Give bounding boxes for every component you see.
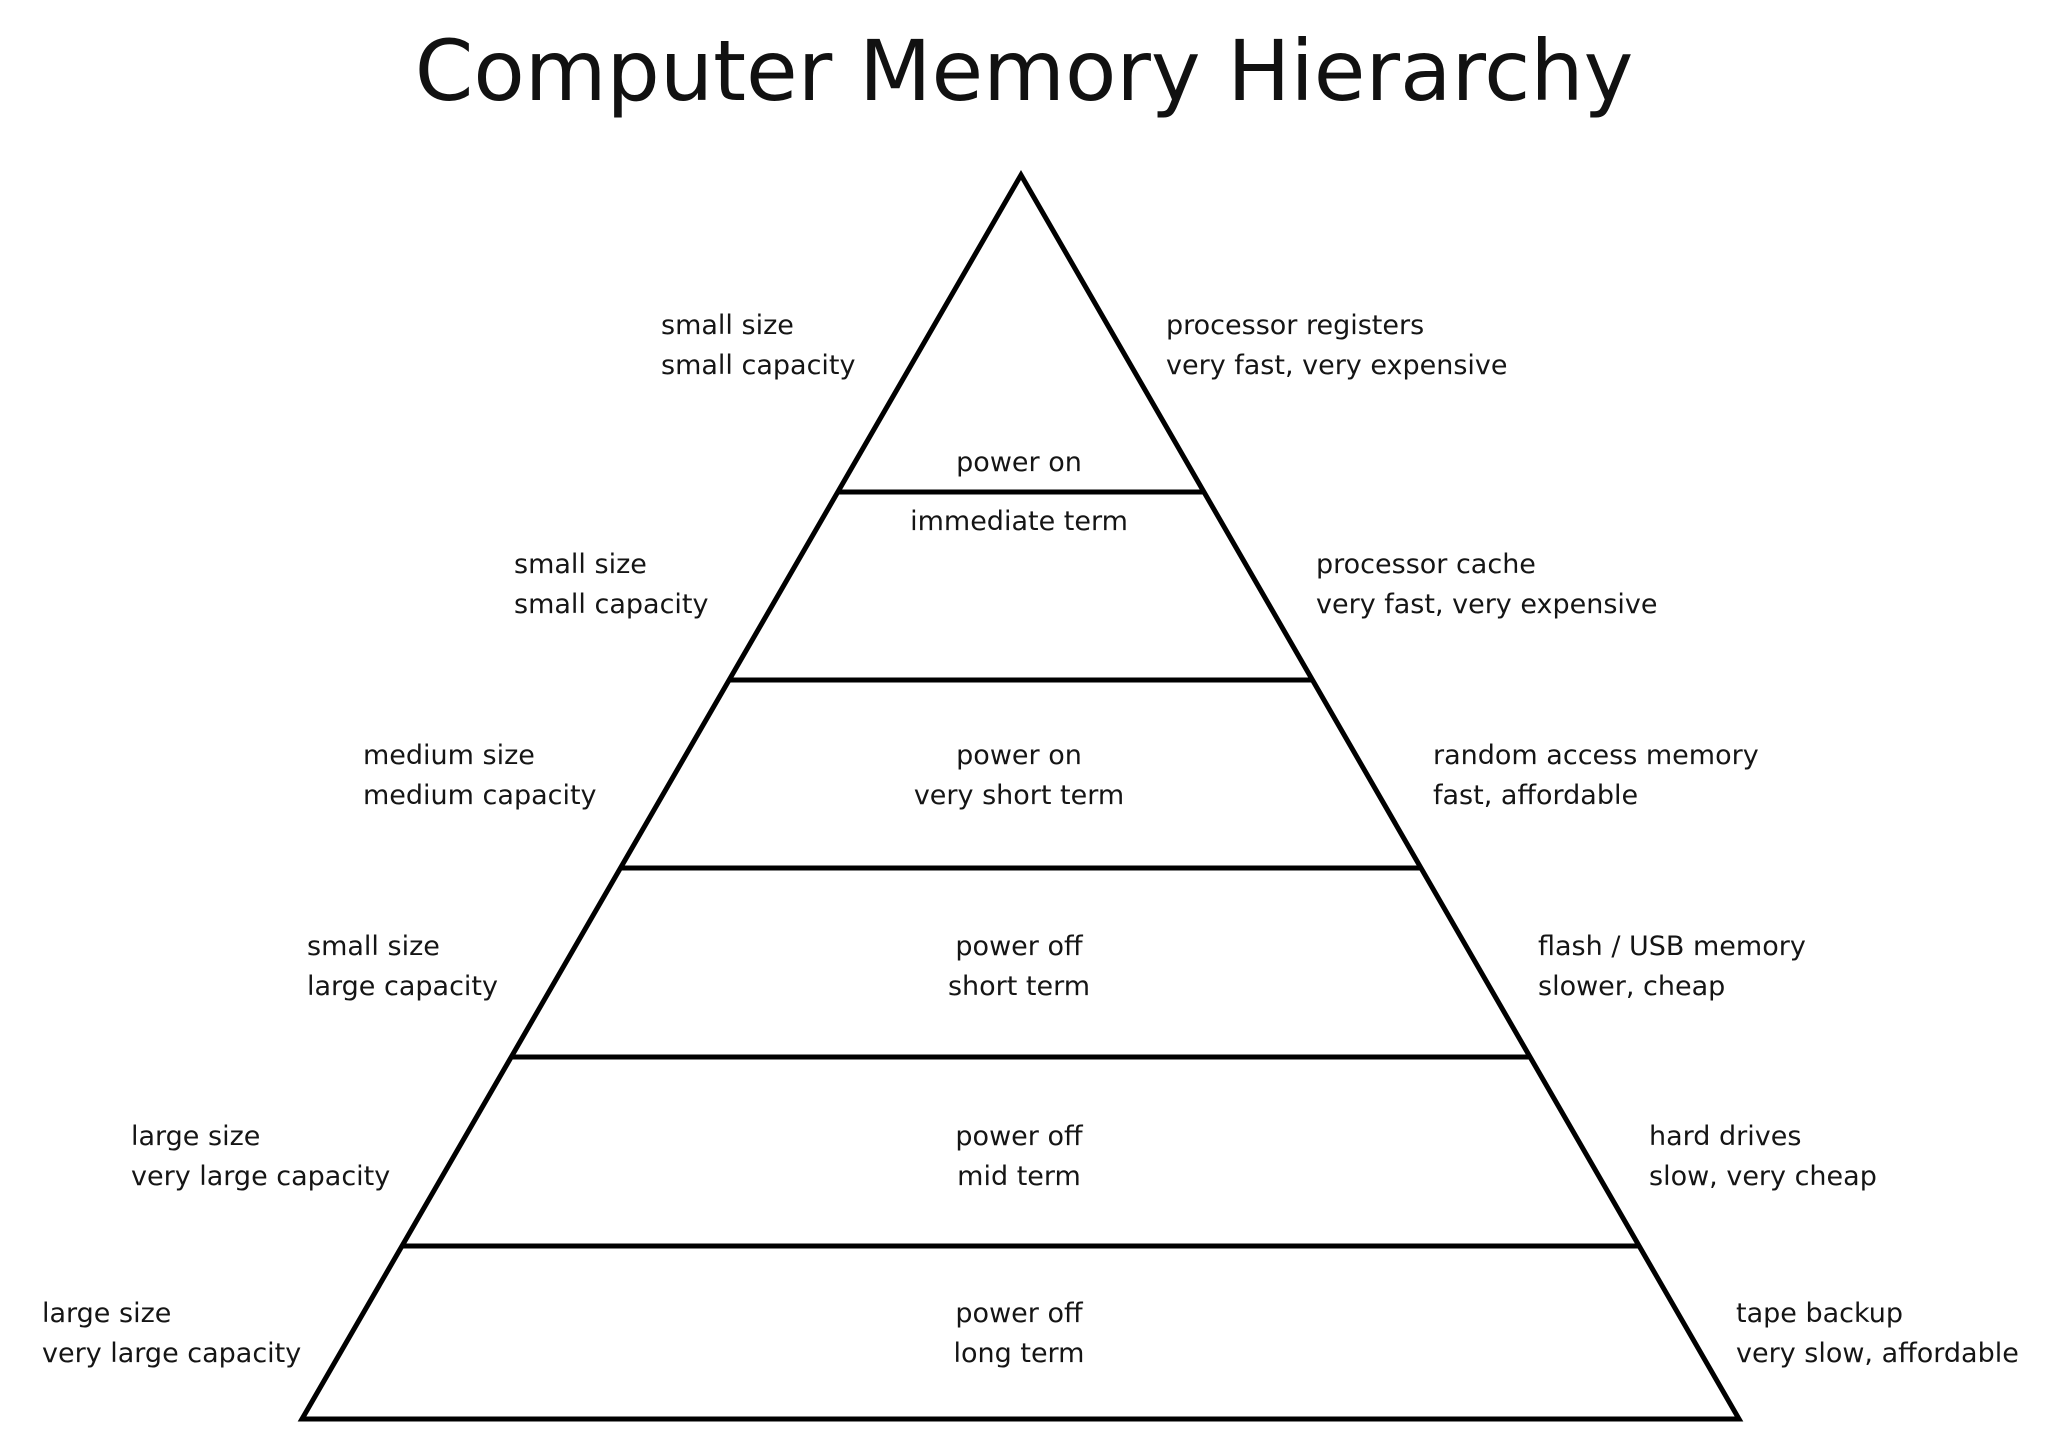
level-4-right-line-1: flash / USB memory bbox=[1538, 931, 1806, 962]
level-1-left-line-1: small size bbox=[661, 310, 794, 341]
level-4-center-line-1: power off bbox=[955, 931, 1084, 962]
level-1-right-line-1: processor registers bbox=[1166, 310, 1424, 341]
level-3-right-line-1: random access memory bbox=[1433, 740, 1759, 771]
level-5-right-line-2: slow, very cheap bbox=[1649, 1161, 1877, 1192]
level-6-left-line-2: very large capacity bbox=[42, 1338, 301, 1369]
level-2-right-line-1: processor cache bbox=[1316, 549, 1536, 580]
pyramid-outline bbox=[297, 170, 1744, 1422]
level-5-right-line-1: hard drives bbox=[1649, 1121, 1801, 1152]
level-2-left-line-1: small size bbox=[514, 549, 647, 580]
level-5-center-line-2: mid term bbox=[957, 1161, 1081, 1192]
level-3-right-line-2: fast, affordable bbox=[1433, 780, 1638, 811]
level-5-center-line-1: power off bbox=[955, 1121, 1084, 1152]
level-4-right-line-2: slower, cheap bbox=[1538, 971, 1725, 1002]
level-1-left-line-2: small capacity bbox=[661, 350, 856, 381]
level-1: power on immediate term small size small… bbox=[661, 310, 1508, 537]
level-6: power off long term large size very larg… bbox=[42, 1298, 2019, 1369]
level-5-left-line-2: very large capacity bbox=[131, 1161, 390, 1192]
diagram-title: Computer Memory Hierarchy bbox=[415, 22, 1634, 120]
level-3-left-line-1: medium size bbox=[363, 740, 535, 771]
level-5: power off mid term large size very large… bbox=[131, 1121, 1877, 1192]
level-3-left-line-2: medium capacity bbox=[363, 780, 597, 811]
level-4-left-line-2: large capacity bbox=[307, 971, 498, 1002]
level-2-left-line-2: small capacity bbox=[514, 589, 709, 620]
level-1-center-line-1: power on bbox=[956, 447, 1082, 478]
level-1-right-line-2: very fast, very expensive bbox=[1166, 350, 1508, 381]
level-3: power on very short term medium size med… bbox=[363, 740, 1759, 811]
pyramid-dividers bbox=[401, 489, 1640, 1249]
level-6-center-line-1: power off bbox=[955, 1298, 1084, 1329]
level-3-center-line-2: very short term bbox=[914, 780, 1124, 811]
level-4-left-line-1: small size bbox=[307, 931, 440, 962]
level-5-left-line-1: large size bbox=[131, 1121, 260, 1152]
level-4-center-line-2: short term bbox=[948, 971, 1090, 1002]
level-1-center-line-2: immediate term bbox=[910, 506, 1128, 537]
level-2: small size small capacity processor cach… bbox=[514, 549, 1658, 620]
level-6-right-line-2: very slow, affordable bbox=[1736, 1338, 2019, 1369]
level-6-left-line-1: large size bbox=[42, 1298, 171, 1329]
level-3-center-line-1: power on bbox=[956, 740, 1082, 771]
level-6-right-line-1: tape backup bbox=[1736, 1298, 1903, 1329]
level-2-right-line-2: very fast, very expensive bbox=[1316, 589, 1658, 620]
level-4: power off short term small size large ca… bbox=[307, 931, 1806, 1002]
level-6-center-line-2: long term bbox=[954, 1338, 1085, 1369]
